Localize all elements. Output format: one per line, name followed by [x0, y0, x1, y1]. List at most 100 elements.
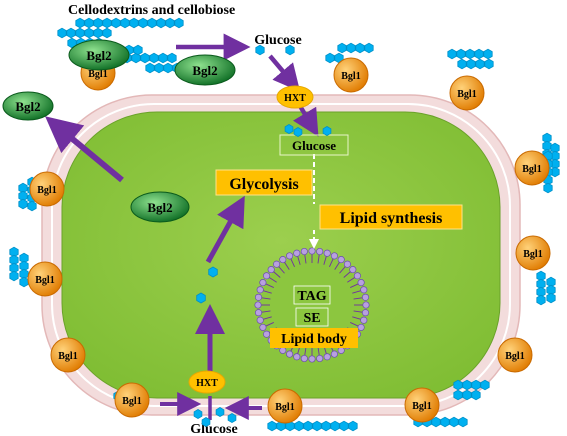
glucose-unit-icon	[546, 292, 556, 304]
bgl1-label: Bgl1	[275, 402, 294, 413]
glucose-unit-icon	[325, 52, 335, 64]
lipid-head	[286, 252, 294, 260]
glucose-unit-icon	[196, 292, 206, 304]
bgl1-label: Bgl1	[122, 396, 141, 407]
bgl1-enzyme: Bgl1	[50, 337, 86, 373]
lipid-body-label: Lipid body	[281, 332, 347, 347]
glucose-unit-icon	[447, 48, 457, 60]
lipid-head	[360, 286, 368, 294]
bgl1-label: Bgl1	[37, 185, 56, 196]
glucose-unit-icon	[19, 276, 29, 288]
glucose-unit-icon	[348, 420, 358, 432]
glucose-unit-icon	[475, 58, 485, 70]
glucose-unit-icon	[364, 42, 374, 54]
glucose-unit-icon	[102, 17, 112, 29]
glucose-unit-icon	[285, 44, 295, 56]
lipid-head	[316, 354, 324, 363]
bgl1-label: Bgl1	[523, 249, 542, 260]
bgl2-label: Bgl2	[86, 48, 111, 63]
bgl1-ball	[514, 150, 550, 186]
hxt-label-bottom: HXT	[196, 378, 218, 389]
bgl1-label: Bgl1	[35, 275, 54, 286]
glucose-unit-icon	[167, 52, 177, 64]
glucose-unit-icon	[138, 17, 148, 29]
lipid-head	[259, 279, 267, 287]
glucose-unit-icon	[466, 58, 476, 70]
hxt-transporter-bottom	[188, 370, 226, 394]
glucose-unit-icon	[120, 17, 130, 29]
glucose-label-bottom: Glucose	[190, 422, 237, 436]
glucose-unit-icon	[276, 420, 286, 432]
hxt-transporter-top	[276, 85, 314, 109]
lipid-head	[349, 266, 357, 274]
lipid-head	[267, 266, 275, 274]
bgl1-label: Bgl1	[505, 351, 524, 362]
glucose-unit-icon	[149, 52, 159, 64]
lipid-head	[362, 301, 370, 309]
arrow-hxt-to-glucose-inside	[293, 104, 319, 137]
arrow-glucose-to-hxt-top	[268, 54, 301, 92]
bgl2-enzyme: Bgl2	[174, 54, 236, 86]
glucose-unit-icon	[293, 127, 303, 137]
bgl1-label: Bgl1	[412, 401, 431, 412]
glycolysis-box	[215, 169, 313, 196]
glucose-unit-icon	[66, 27, 76, 39]
lipid-body-label-box	[270, 328, 358, 348]
glucose-unit-icon	[471, 379, 481, 391]
bgl1-ball	[515, 235, 551, 271]
bgl1-label: Bgl1	[522, 164, 541, 175]
bgl1-enzyme: Bgl1	[497, 337, 533, 373]
glucose-unit-icon	[462, 389, 472, 401]
glucose-unit-icon	[462, 379, 472, 391]
title-text: Cellodextrins and cellobiose	[68, 3, 235, 18]
glucose-unit-icon	[465, 48, 475, 60]
glucose-unit-icon	[337, 42, 347, 54]
glucose-inside-label: Glucose	[292, 138, 336, 153]
glucose-unit-icon	[339, 420, 349, 432]
glucose-unit-icon	[154, 62, 164, 74]
glucose-unit-icon	[255, 44, 265, 56]
lipid-head	[361, 309, 370, 317]
bgl2-label: Bgl2	[15, 99, 40, 114]
glucose-unit-icon	[453, 379, 463, 391]
bgl1-enzyme: Bgl1	[333, 57, 369, 93]
bgl2-ellipse	[174, 54, 236, 86]
glucose-unit-icon	[294, 420, 304, 432]
glucose-unit-icon	[156, 17, 166, 29]
bgl1-enzyme: Bgl1	[449, 75, 485, 111]
lipid-head	[337, 346, 345, 354]
bgl2-ellipse	[68, 39, 130, 71]
bgl1-enzyme: Bgl1	[515, 235, 551, 271]
lipid-head	[293, 353, 301, 361]
hxt-label-top: HXT	[284, 93, 306, 104]
glucose-unit-icon	[129, 17, 139, 29]
glucose-unit-icon	[457, 58, 467, 70]
bgl1-enzyme: Bgl1	[114, 382, 150, 418]
se-box	[295, 307, 329, 327]
lipid-head	[361, 293, 370, 301]
glucose-unit-icon	[483, 48, 493, 60]
glucose-unit-icon	[321, 420, 331, 432]
tag-label: TAG	[297, 289, 326, 304]
glucose-unit-icon	[536, 294, 546, 306]
glucose-unit-icon	[267, 420, 277, 432]
glucose-unit-icon	[93, 17, 103, 29]
glucose-unit-icon	[163, 62, 173, 74]
lipid-head	[308, 355, 316, 363]
glucose-unit-icon	[322, 126, 332, 136]
lipid-head	[300, 354, 308, 363]
bgl2-enzyme: Bgl2	[2, 91, 54, 121]
lipid-head	[254, 293, 263, 301]
glucose-unit-icon	[449, 416, 459, 428]
lipid-synthesis-label: Lipid synthesis	[340, 210, 443, 227]
lipid-head	[316, 247, 324, 256]
lipid-head	[279, 346, 287, 354]
bgl1-ball	[404, 387, 440, 423]
lipid-head	[256, 316, 264, 324]
glucose-unit-icon	[111, 17, 121, 29]
lipid-head	[357, 323, 365, 331]
bgl1-ball	[449, 75, 485, 111]
glucose-inside-box	[279, 134, 349, 156]
